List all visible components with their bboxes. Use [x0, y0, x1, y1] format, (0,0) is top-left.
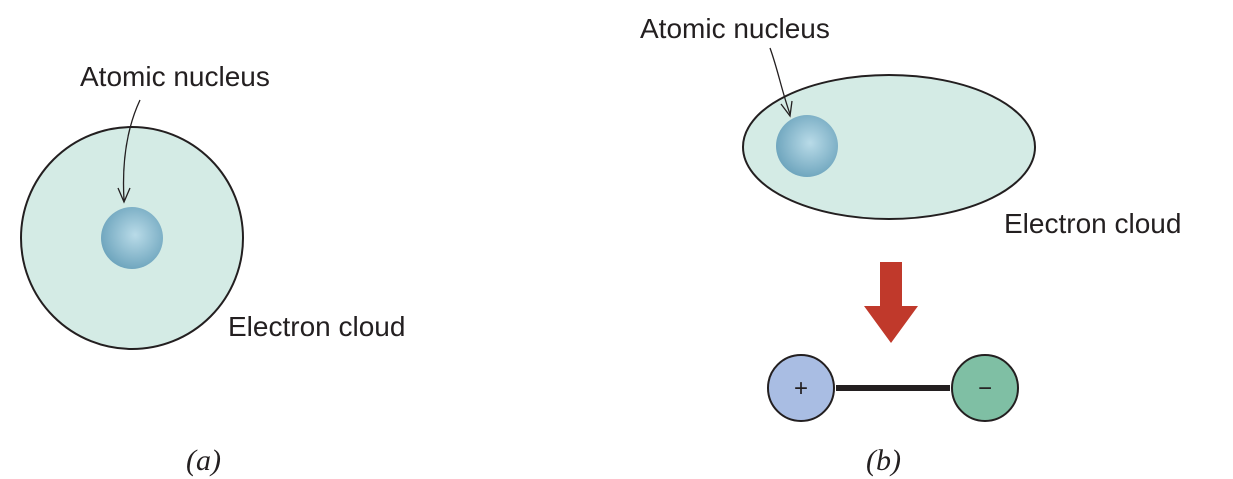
nucleus-pointer-arrowhead-b — [780, 100, 793, 118]
electron-cloud-b — [742, 74, 1036, 220]
atomic-nucleus-label-b: Atomic nucleus — [640, 13, 830, 44]
panel-label-a: (a) — [186, 444, 221, 477]
panel-label-b: (b) — [866, 444, 901, 477]
electron-cloud-label-b: Electron cloud — [1004, 208, 1181, 239]
electron-cloud-label-a: Electron cloud — [228, 311, 405, 342]
nucleus-pointer-a — [122, 99, 141, 201]
nucleus-pointer-arrowhead-a — [117, 187, 131, 204]
positive-pole — [767, 354, 835, 422]
panel-a: Atomic nucleus Electron cloud (a) — [20, 61, 405, 477]
atomic-nucleus-label-a: Atomic nucleus — [80, 61, 270, 92]
nucleus-pointer-b — [769, 47, 791, 115]
panel-b: Atomic nucleus Electron cloud + − (b) — [640, 13, 1181, 477]
negative-sign: − — [978, 375, 992, 402]
positive-sign: + — [794, 375, 808, 402]
down-arrow-icon — [864, 262, 918, 343]
negative-pole — [951, 354, 1019, 422]
atomic-nucleus-b — [776, 115, 838, 177]
atomic-nucleus-a — [101, 207, 163, 269]
